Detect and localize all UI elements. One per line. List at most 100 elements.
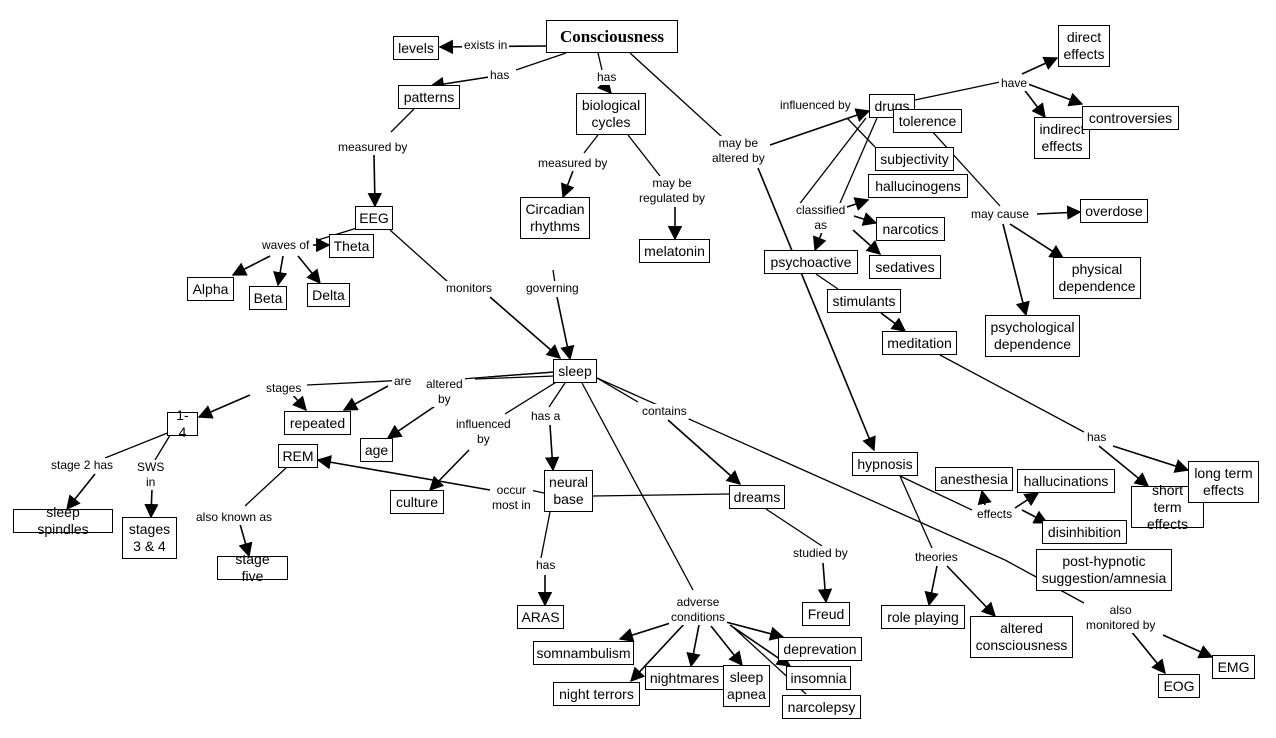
connection-line xyxy=(515,52,567,71)
concept-narcolepsy[interactable]: narcolepsy xyxy=(782,695,861,719)
concept-role-playing[interactable]: role playing xyxy=(881,605,965,629)
concept-anesthesia[interactable]: anesthesia xyxy=(935,467,1013,491)
connection-line xyxy=(581,382,694,591)
concept-physical-dependence[interactable]: physical dependence xyxy=(1053,257,1141,299)
concept-sleep[interactable]: sleep xyxy=(553,359,597,383)
connection-line xyxy=(154,431,173,461)
concept-emg[interactable]: EMG xyxy=(1212,655,1255,679)
concept-nightmares[interactable]: nightmares xyxy=(645,666,724,690)
concept-sleep-apnea[interactable]: sleep apnea xyxy=(723,665,770,707)
link-label-has-aras: has xyxy=(534,558,558,573)
concept-subjectivity[interactable]: subjectivity xyxy=(875,147,954,171)
concept-alpha[interactable]: Alpha xyxy=(187,277,234,301)
link-label-governing: governing xyxy=(524,281,581,296)
connection-line xyxy=(630,621,687,683)
concept-beta[interactable]: Beta xyxy=(249,286,287,310)
concept-dreams[interactable]: dreams xyxy=(729,485,785,509)
link-label-measured-by-patterns: measured by xyxy=(336,140,410,155)
concept-rem[interactable]: REM xyxy=(278,444,318,468)
connection-line xyxy=(244,467,287,507)
concept-delta[interactable]: Delta xyxy=(307,283,350,307)
concept-age[interactable]: age xyxy=(360,438,393,462)
connection-line xyxy=(817,562,833,604)
concept-hallucinogens[interactable]: hallucinogens xyxy=(868,174,968,198)
connection-line xyxy=(757,167,876,452)
concept-somnambulism[interactable]: somnambulism xyxy=(533,641,634,665)
concept-aras[interactable]: ARAS xyxy=(517,605,564,629)
connection-line xyxy=(367,154,382,208)
link-label-may-be-altered-by: may be altered by xyxy=(710,136,767,166)
concept-indirect-effects[interactable]: indirect effects xyxy=(1034,117,1090,159)
link-label-sws-in: SWS in xyxy=(135,460,167,490)
connection-line xyxy=(504,380,559,415)
concept-night-terrors[interactable]: night terrors xyxy=(553,682,640,706)
concept-stages-1-4[interactable]: 1-4 xyxy=(167,407,198,440)
concept-insomnia[interactable]: insomnia xyxy=(786,666,851,690)
concept-stages-3-4[interactable]: stages 3 & 4 xyxy=(122,517,177,559)
concept-tolerence[interactable]: tolerence xyxy=(893,109,962,133)
concept-levels[interactable]: levels xyxy=(393,36,439,60)
concept-stimulants[interactable]: stimulants xyxy=(827,289,901,313)
concept-neural-base[interactable]: neural base xyxy=(544,470,593,512)
link-label-are: are xyxy=(392,374,414,389)
concept-overdose[interactable]: overdose xyxy=(1080,199,1148,223)
concept-eeg[interactable]: EEG xyxy=(355,206,393,230)
link-label-adverse-conditions: adverse conditions xyxy=(669,595,728,625)
connection-line xyxy=(238,523,253,558)
concept-melatonin[interactable]: melatonin xyxy=(639,239,710,263)
concept-post-hypnotic[interactable]: post-hypnotic suggestion/amnesia xyxy=(1036,549,1172,591)
connection-line xyxy=(797,117,867,207)
concept-psychological-dependence[interactable]: psychological dependence xyxy=(985,315,1080,357)
concept-eog[interactable]: EOG xyxy=(1158,674,1200,698)
connection-line xyxy=(104,431,171,459)
concept-deprevation[interactable]: deprevation xyxy=(778,637,862,661)
connection-line xyxy=(846,117,876,148)
connection-line xyxy=(1021,56,1059,75)
concept-controversies[interactable]: controversies xyxy=(1082,106,1179,130)
connection-line xyxy=(1112,445,1190,473)
link-label-influenced-by-drugs: influenced by xyxy=(778,98,853,113)
concept-direct-effects[interactable]: direct effects xyxy=(1058,25,1110,67)
connection-line xyxy=(880,312,907,332)
concept-long-term-effects[interactable]: long term effects xyxy=(1188,461,1259,503)
link-label-waves-of: waves of xyxy=(260,238,312,253)
connection-line xyxy=(231,255,271,276)
connection-line xyxy=(597,78,612,95)
concept-disinhibition[interactable]: disinhibition xyxy=(1042,520,1127,544)
link-label-theories: theories xyxy=(913,550,960,565)
connection-line xyxy=(390,108,415,133)
concept-patterns[interactable]: patterns xyxy=(398,85,460,109)
concept-consciousness[interactable]: Consciousness xyxy=(546,20,678,53)
concept-meditation[interactable]: meditation xyxy=(882,331,957,355)
link-label-influenced-by-sleep: influenced by xyxy=(454,417,513,447)
link-label-classified-as: classified as xyxy=(794,203,848,233)
concept-narcotics[interactable]: narcotics xyxy=(876,217,945,241)
concept-psychoactive[interactable]: psychoactive xyxy=(764,250,858,274)
connection-line xyxy=(487,371,556,378)
concept-hallucinations[interactable]: hallucinations xyxy=(1017,469,1115,493)
concept-short-term-effects[interactable]: short term effects xyxy=(1131,482,1204,532)
concept-sleep-spindles[interactable]: sleep spindles xyxy=(13,504,113,537)
link-label-also-monitored-by: also monitored by xyxy=(1084,603,1158,633)
concept-stage-five[interactable]: stage five xyxy=(217,551,288,584)
connection-line xyxy=(1014,492,1040,509)
link-label-stage-2-has: stage 2 has xyxy=(49,458,116,473)
concept-repeated[interactable]: repeated xyxy=(284,411,351,435)
link-label-may-be-regulated-by: may be regulated by xyxy=(637,176,708,206)
connection-line xyxy=(721,620,785,641)
concept-sedatives[interactable]: sedatives xyxy=(869,255,941,279)
concept-culture[interactable]: culture xyxy=(390,490,444,514)
connection-line xyxy=(474,375,556,380)
concept-circadian-rhythms[interactable]: Circadian rhythms xyxy=(520,197,590,239)
concept-altered-consciousness[interactable]: altered consciousness xyxy=(970,616,1073,658)
connection-line xyxy=(1002,223,1030,317)
connection-line xyxy=(899,475,973,511)
concept-theta[interactable]: Theta xyxy=(329,234,374,258)
concept-freud[interactable]: Freud xyxy=(802,602,850,626)
connection-line xyxy=(389,229,449,283)
link-label-studied-by: studied by xyxy=(791,546,850,561)
concept-hypnosis[interactable]: hypnosis xyxy=(852,452,918,476)
connection-line xyxy=(710,625,743,667)
concept-biological-cycles[interactable]: biological cycles xyxy=(576,93,646,135)
connection-line xyxy=(306,379,409,386)
